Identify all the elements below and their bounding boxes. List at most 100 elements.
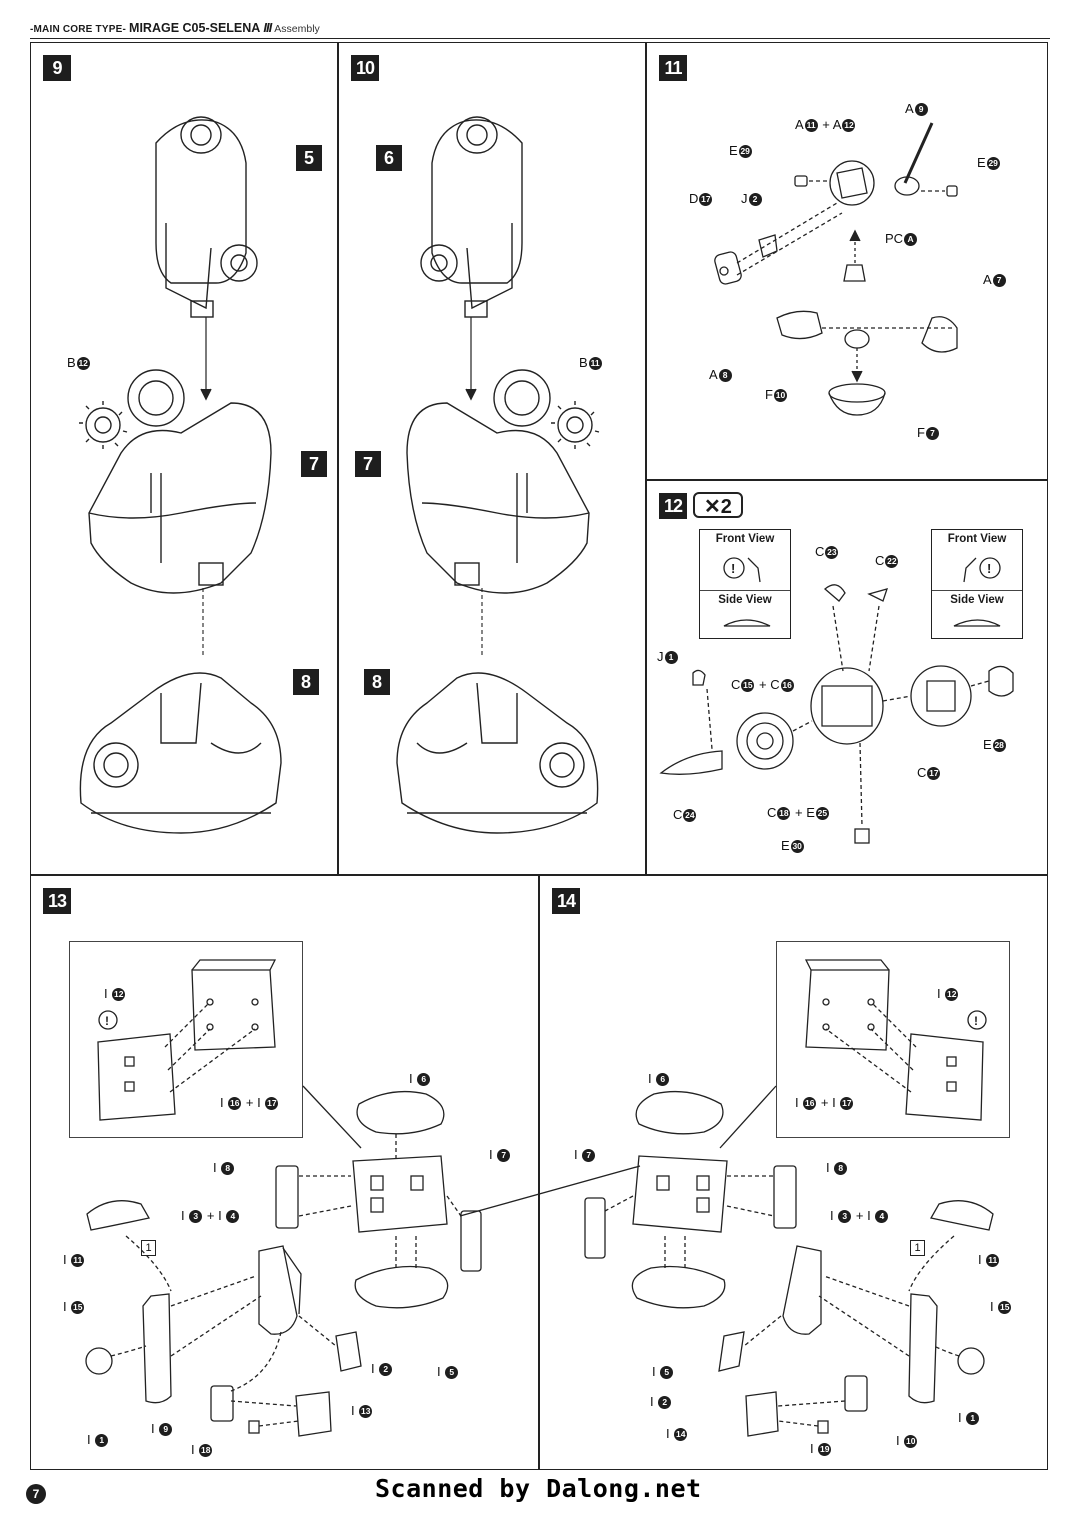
front-view-title: Front View: [715, 533, 775, 545]
step-14-part-i14: I 14: [666, 1426, 688, 1442]
step-10-callout-part-7: 7: [355, 451, 381, 477]
step-number: 14: [552, 888, 580, 914]
step-9-diagram: [79, 116, 282, 834]
caution-icon: [967, 1010, 987, 1030]
step-13-part-i18: I 18: [191, 1442, 213, 1458]
view-diagram: !: [723, 557, 771, 627]
step-14-part-i3-i4: I 3 + I 4: [830, 1208, 889, 1224]
inset-part-i12: I 12: [104, 986, 126, 1002]
inset-diagram: !: [804, 959, 987, 1121]
scan-credit: Scanned by Dalong.net: [375, 1474, 702, 1503]
step-9-callout-part-7: 7: [301, 451, 327, 477]
step-13-part-i1: I 1: [87, 1432, 109, 1448]
front-side-view-box-left: Front View Side View !: [699, 529, 791, 639]
step-14-part-i1: I 1: [958, 1410, 980, 1426]
inset-diagram: !: [97, 959, 277, 1121]
svg-text:!: !: [974, 1014, 978, 1028]
side-view-title: Side View: [950, 594, 1004, 606]
step-13-part-i15: I 15: [63, 1299, 85, 1315]
step-13-part-i8: I 8: [213, 1160, 235, 1176]
detail-inset: ! I 12 I 16 + I 17: [69, 941, 303, 1138]
sub-step-1-badge: 1: [141, 1240, 156, 1256]
step-10-callout-part-6: 6: [376, 145, 402, 171]
step-11-diagram: [714, 122, 958, 416]
svg-text:!: !: [731, 561, 735, 576]
inset-part-i16-i17: I 16 + I 17: [795, 1095, 854, 1111]
header-section: Assembly: [274, 23, 320, 35]
step-number: 10: [351, 55, 379, 81]
step-14-part-i8: I 8: [826, 1160, 848, 1176]
header-type-label: -MAIN CORE TYPE-: [30, 24, 126, 35]
step-14-diagram: [459, 1085, 994, 1437]
svg-text:!: !: [105, 1014, 109, 1028]
detail-inset: ! I 12 I 16 + I 17: [776, 941, 1010, 1138]
inset-part-i12: I 12: [937, 986, 959, 1002]
step-number: 13: [43, 888, 71, 914]
step-13-part-i13: I 13: [351, 1403, 373, 1419]
step-13-part-i2: I 2: [371, 1361, 393, 1377]
quantity-badge: ✕2: [693, 492, 743, 518]
step-14-part-i11: I 11: [978, 1252, 1000, 1268]
step-12-panel: 12 ✕2 Front View Side View ! Front View …: [646, 480, 1048, 875]
page-number: 7: [26, 1484, 46, 1504]
sub-step-1-badge: 1: [910, 1240, 925, 1256]
step-14-part-i6: I 6: [648, 1071, 670, 1087]
step-13-diagram: [85, 1085, 482, 1437]
step-13-panel: 13 ! I 12 I 16 + I 17: [30, 875, 539, 1470]
step-14-part-i15: I 15: [990, 1299, 1012, 1315]
front-view-title: Front View: [947, 533, 1007, 545]
front-side-view-box-right: Front View Side View !: [931, 529, 1023, 639]
step-10-diagram: [396, 116, 600, 834]
step-13-part-i7: I 7: [489, 1147, 511, 1163]
step-13-part-i9: I 9: [151, 1421, 173, 1437]
caution-icon: [98, 1010, 118, 1030]
step-number: 12: [659, 493, 687, 519]
step-9-callout-part-8: 8: [293, 669, 319, 695]
step-14-panel: 14 ! I 12 I 16 + I 17: [459, 875, 1048, 1470]
step-14-part-i5: I 5: [652, 1364, 674, 1380]
step-14-part-i19: I 19: [810, 1441, 832, 1457]
side-view-title: Side View: [718, 594, 772, 606]
step-14-part-i7: I 7: [574, 1147, 596, 1163]
page-header: -MAIN CORE TYPE- MIRAGE C05-SELENA III A…: [30, 18, 1050, 39]
step-14-part-i10: I 10: [896, 1433, 918, 1449]
step-number: 9: [43, 55, 71, 81]
step-13-part-i6: I 6: [409, 1071, 431, 1087]
header-model: MIRAGE C05-SELENA: [129, 21, 261, 35]
step-13-part-i3-i4: I 3 + I 4: [181, 1208, 240, 1224]
step-14-part-i2: I 2: [650, 1394, 672, 1410]
step-12-diagram: [659, 584, 1014, 844]
step-9-callout-part-5: 5: [296, 145, 322, 171]
view-diagram: !: [953, 557, 1001, 627]
step-13-part-i11: I 11: [63, 1252, 85, 1268]
header-mark: III: [263, 20, 272, 35]
step-number: 11: [659, 55, 687, 81]
caution-icon: [979, 557, 1001, 579]
inset-part-i16-i17: I 16 + I 17: [220, 1095, 279, 1111]
step-13-part-i5: I 5: [437, 1364, 459, 1380]
